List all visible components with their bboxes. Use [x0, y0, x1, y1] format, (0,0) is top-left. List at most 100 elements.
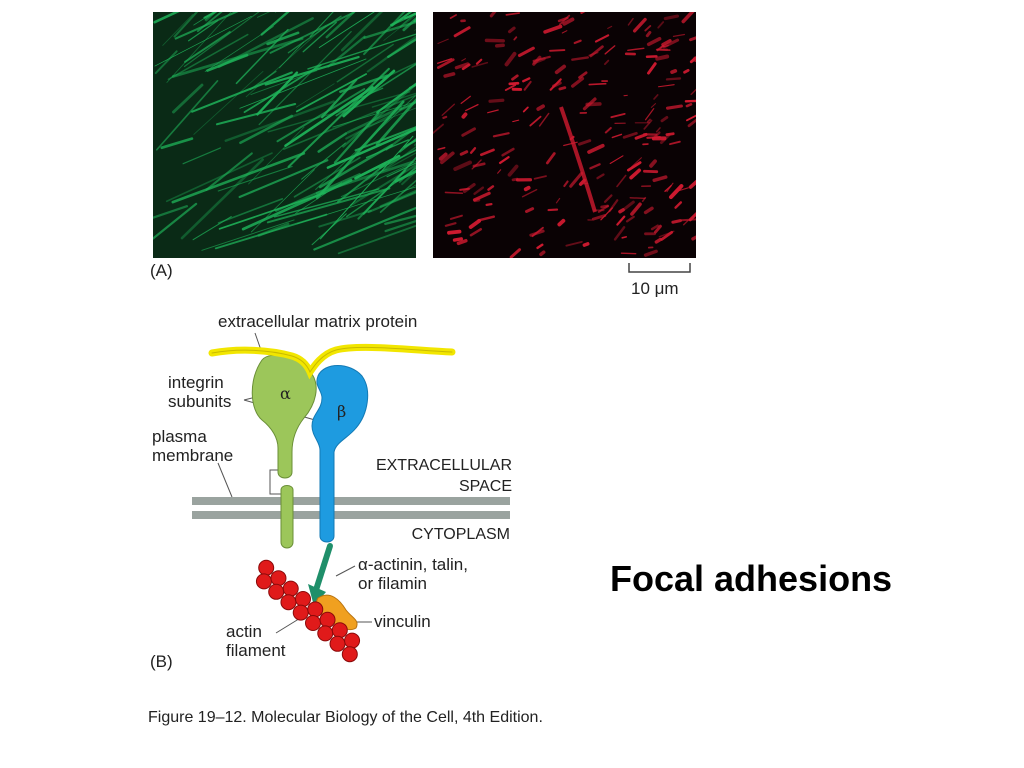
adhesion-plaque — [521, 188, 538, 198]
adhesion-plaque — [471, 61, 489, 68]
adhesion-plaque — [578, 71, 588, 79]
stress-fiber — [362, 156, 416, 215]
stress-fiber — [340, 160, 416, 198]
stress-fiber — [182, 147, 222, 165]
stress-fiber — [336, 163, 387, 203]
adhesion-plaque — [665, 77, 682, 81]
adhesion-plaque — [577, 139, 592, 146]
cytoplasm-label: CYTOPLASM — [412, 526, 510, 543]
adhesion-plaque — [523, 80, 532, 91]
adhesion-plaque — [596, 173, 605, 180]
adhesion-plaque — [665, 132, 675, 137]
adhesion-plaque — [444, 191, 464, 195]
stress-fiber — [315, 160, 414, 195]
adhesion-plaque — [497, 169, 502, 174]
membrane-bracket — [269, 469, 284, 495]
adaptor-label-line1: α-actinin, talin, — [358, 555, 468, 574]
stress-fiber — [295, 73, 368, 113]
stress-fiber — [387, 38, 416, 58]
adhesion-plaque — [658, 230, 675, 238]
integrin-label-line2: subunits — [168, 392, 231, 411]
stress-fiber — [154, 15, 252, 67]
adhesion-plaque — [671, 219, 682, 224]
adhesion-plaque — [507, 26, 516, 34]
adhesion-plaque — [645, 30, 652, 38]
stress-fiber — [382, 62, 416, 80]
panel-b-label: (B) — [150, 652, 173, 671]
adhesion-plaque — [588, 82, 607, 86]
adhesion-plaque — [652, 175, 668, 183]
stress-fiber — [243, 64, 322, 114]
adhesion-plaque — [627, 47, 645, 52]
adhesion-plaque — [460, 95, 471, 104]
stress-fiber — [217, 198, 284, 224]
adhesion-plaque — [685, 103, 693, 108]
adhesion-plaque — [660, 115, 669, 123]
stress-fiber — [188, 19, 219, 42]
stress-fiber — [398, 138, 416, 153]
adaptor-leader-line — [335, 565, 356, 577]
stress-fiber — [313, 206, 416, 251]
stress-fiber — [154, 50, 178, 75]
adhesion-plaque — [447, 229, 462, 235]
adhesion-plaque — [629, 197, 646, 199]
stress-fiber — [317, 132, 348, 153]
adhesion-plaque — [504, 84, 517, 92]
adhesion-plaque — [485, 203, 493, 206]
stress-fiber — [287, 67, 390, 168]
extracellular-space-label-line2: SPACE — [459, 478, 512, 495]
actin-monomer — [307, 601, 324, 618]
adhesion-plaque — [644, 108, 655, 121]
adhesion-plaque — [488, 98, 505, 103]
adhesion-plaque — [603, 194, 613, 203]
adhesion-plaque — [609, 155, 624, 165]
adhesion-plaque — [616, 215, 626, 226]
stress-fiber — [167, 33, 249, 81]
adhesion-plaque — [522, 106, 529, 113]
adhesion-plaque — [555, 197, 561, 204]
focal-adhesion-stain-micrograph — [433, 12, 696, 258]
adhesion-plaque — [505, 12, 520, 16]
adhesion-plaque — [477, 215, 496, 222]
actin-monomer — [282, 580, 299, 597]
adhesion-plaque — [631, 157, 642, 168]
adhesion-plaque — [511, 177, 519, 182]
membrane-leader-line — [217, 462, 233, 498]
stress-fiber — [279, 41, 305, 69]
actin-monomer — [258, 559, 275, 576]
adhesion-plaque — [663, 14, 680, 21]
adhesion-plaque — [562, 17, 575, 26]
adhesion-plaque — [459, 187, 470, 191]
adhesion-plaque — [669, 140, 681, 146]
adhesion-plaque — [632, 17, 647, 33]
stress-fiber — [384, 219, 416, 233]
stress-fiber — [315, 95, 416, 191]
stress-fiber — [346, 167, 416, 218]
adhesion-plaque — [444, 222, 457, 227]
actin-monomer — [317, 625, 334, 642]
adhesion-plaque — [569, 171, 584, 188]
adhesion-plaque — [655, 54, 670, 61]
stress-fiber — [391, 12, 413, 27]
adhesion-plaque — [545, 152, 556, 165]
adhesion-plaque — [492, 132, 510, 138]
adaptor-label-line2: or filamin — [358, 574, 427, 593]
adhesion-plaque — [613, 226, 626, 241]
stress-fiber — [191, 71, 293, 113]
stress-fiber — [365, 139, 409, 159]
adhesion-plaque — [461, 58, 466, 62]
stress-fiber — [153, 202, 198, 240]
adhesion-plaque — [607, 25, 613, 29]
adhesion-plaque — [644, 25, 652, 32]
scale-bar — [628, 263, 691, 273]
adhesion-plaque — [646, 36, 662, 47]
stress-fiber — [276, 88, 366, 143]
adhesion-plaque — [627, 17, 634, 26]
adhesion-plaque — [670, 69, 678, 74]
adhesion-plaque — [618, 208, 625, 214]
stress-fiber — [309, 12, 334, 38]
adhesion-plaque — [684, 99, 696, 103]
adhesion-plaque — [442, 115, 448, 120]
stress-fiber — [171, 37, 304, 78]
adhesion-plaque — [561, 30, 568, 34]
